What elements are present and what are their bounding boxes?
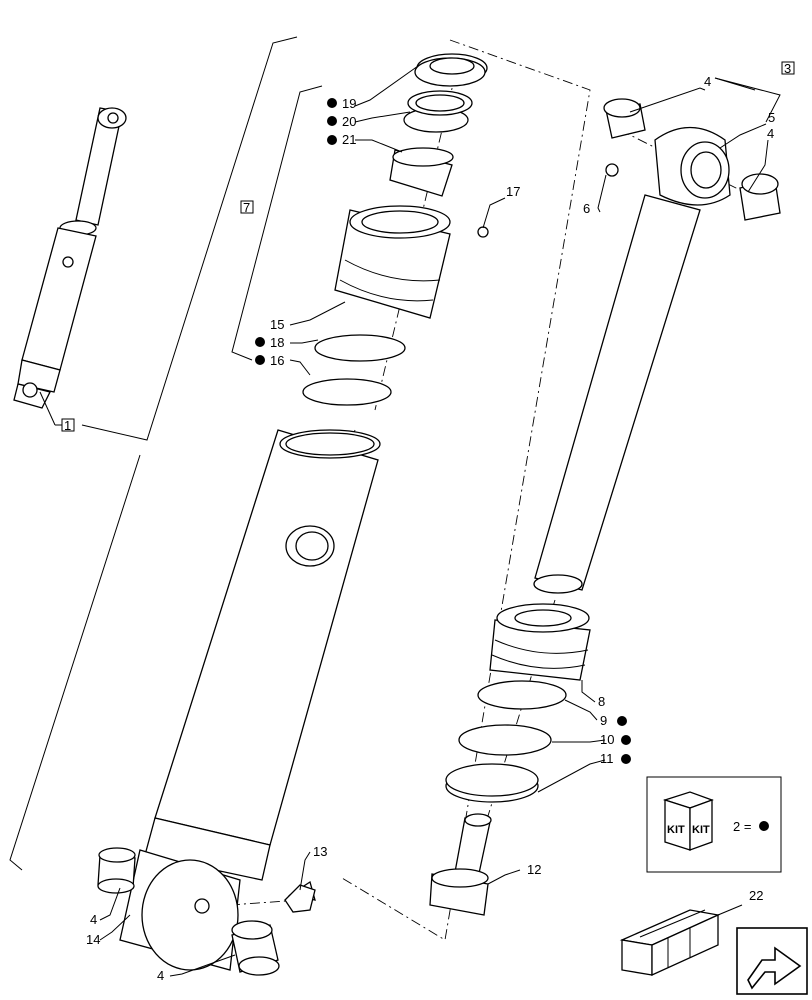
label-20: 20 — [342, 114, 356, 129]
bushing-21 — [389, 147, 454, 197]
label-10: 10 — [600, 732, 614, 747]
ring-20 — [403, 90, 473, 133]
box-label-1 — [61, 418, 75, 432]
label-13: 13 — [313, 844, 327, 859]
overview-cylinder — [13, 107, 127, 409]
label-15: 15 — [270, 317, 284, 332]
label-12: 12 — [527, 862, 541, 877]
barrel-14 — [119, 429, 381, 971]
fitting-13 — [284, 884, 316, 913]
kit-markers — [255, 98, 631, 764]
label-4-top: 4 — [704, 74, 711, 89]
label-19: 19 — [342, 96, 356, 111]
bushing-4-top — [603, 98, 646, 139]
bolt-12 — [429, 813, 492, 916]
box-label-7 — [240, 200, 254, 214]
ring-9 — [477, 680, 567, 710]
label-21: 21 — [342, 132, 356, 147]
rod-5 — [533, 127, 731, 594]
label-22: 22 — [749, 888, 763, 903]
label-8: 8 — [598, 694, 605, 709]
label-7: 7 — [243, 200, 250, 215]
kit-marker-icon — [759, 821, 769, 831]
label-4-bottom: 4 — [157, 968, 164, 983]
bushing-4-right — [739, 173, 781, 221]
kit-legend-text: 2 = — [733, 819, 751, 834]
ring-10 — [458, 724, 552, 756]
label-1: 1 — [64, 418, 71, 433]
label-18: 18 — [270, 335, 284, 350]
label-17: 17 — [506, 184, 520, 199]
label-6: 6 — [583, 201, 590, 216]
label-4-right: 4 — [767, 126, 774, 141]
crate-icon — [619, 904, 743, 977]
kit-legend: KIT KIT 2 = — [646, 776, 782, 873]
bushing-4-left — [97, 847, 136, 894]
label-16: 16 — [270, 353, 284, 368]
bushing-4-bottom — [231, 920, 280, 976]
piston-8 — [489, 603, 591, 681]
label-11: 11 — [600, 751, 614, 766]
ring-11 — [445, 763, 539, 803]
label-9: 9 — [600, 713, 607, 728]
leader-lines — [99, 65, 769, 977]
kit-word-right: KIT — [692, 824, 710, 836]
seal-19 — [414, 53, 488, 87]
label-3: 3 — [784, 61, 791, 76]
gland-15 — [334, 205, 489, 319]
label-5: 5 — [768, 110, 775, 125]
box-label-3 — [781, 61, 795, 75]
arrow-return-icon[interactable] — [736, 927, 808, 995]
kit-word-left: KIT — [667, 824, 685, 836]
oring-18 — [314, 334, 406, 362]
oring-16 — [302, 378, 392, 406]
label-4-left: 4 — [90, 912, 97, 927]
label-14: 14 — [86, 932, 100, 947]
